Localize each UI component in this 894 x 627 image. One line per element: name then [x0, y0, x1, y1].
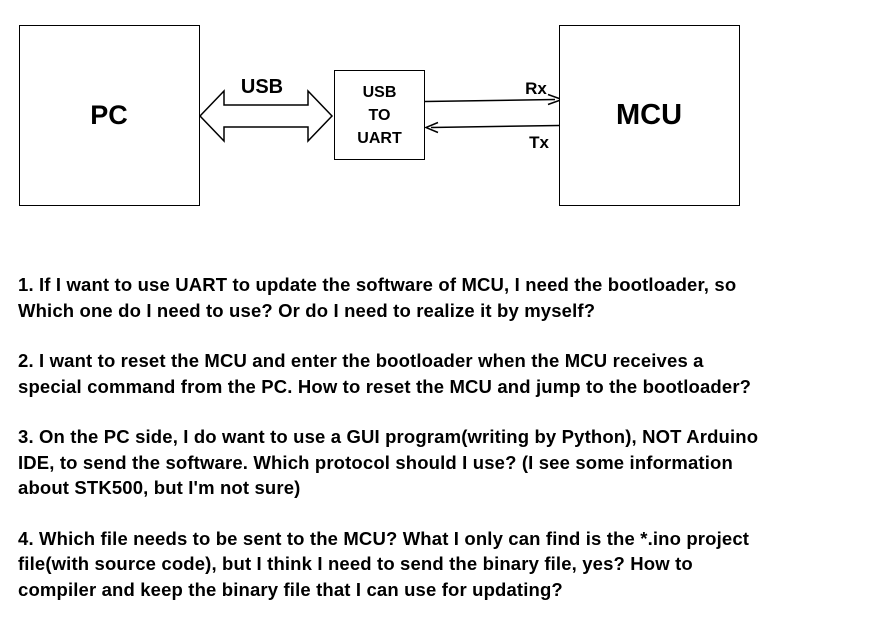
- question-4-line-1: 4. Which file needs to be sent to the MC…: [18, 527, 750, 549]
- question-3-line-3: about STK500, but I'm not sure): [18, 477, 301, 498]
- block-diagram: PC USB USB TO UART Rx Tx MCU: [19, 25, 740, 206]
- tx-label: Tx: [529, 133, 549, 152]
- question-2-line-1: 2. I want to reset the MCU and enter the…: [18, 350, 704, 371]
- usb-double-arrow: [198, 89, 334, 143]
- question-list: 1. If I want to use UART to update the s…: [18, 272, 878, 627]
- question-4-line-3: compiler and keep the binary file that I…: [18, 578, 563, 600]
- question-3-line-2: IDE, to send the software. Which protoco…: [18, 451, 733, 473]
- rx-arrow-line: [424, 98, 556, 103]
- tx-arrow-line: [430, 124, 560, 129]
- usb-to-uart-box: [334, 70, 425, 160]
- converter-line-1: USB: [363, 84, 397, 101]
- converter-line-2: TO: [369, 107, 391, 124]
- question-4: 4. Which file needs to be sent to the MC…: [18, 526, 878, 603]
- rx-label: Rx: [525, 79, 547, 98]
- question-4-line-2: file(with source code), but I think I ne…: [18, 553, 693, 574]
- question-1-line-1: 1. If I want to use UART to update the s…: [18, 274, 737, 295]
- question-3: 3. On the PC side, I do want to use a GU…: [18, 424, 878, 501]
- question-1-line-2: Which one do I need to use? Or do I need…: [18, 299, 596, 321]
- question-2-line-2: special command from the PC. How to rese…: [18, 375, 752, 397]
- question-3-line-1: 3. On the PC side, I do want to use a GU…: [18, 426, 759, 447]
- pc-box: [19, 25, 200, 206]
- converter-line-3: UART: [357, 130, 402, 147]
- usb-label: USB: [241, 76, 283, 98]
- mcu-label: MCU: [616, 99, 682, 131]
- tx-arrowhead: [424, 121, 439, 134]
- pc-label: PC: [90, 100, 128, 130]
- mcu-box: [559, 25, 740, 206]
- question-2: 2. I want to reset the MCU and enter the…: [18, 348, 878, 399]
- question-1: 1. If I want to use UART to update the s…: [18, 272, 878, 323]
